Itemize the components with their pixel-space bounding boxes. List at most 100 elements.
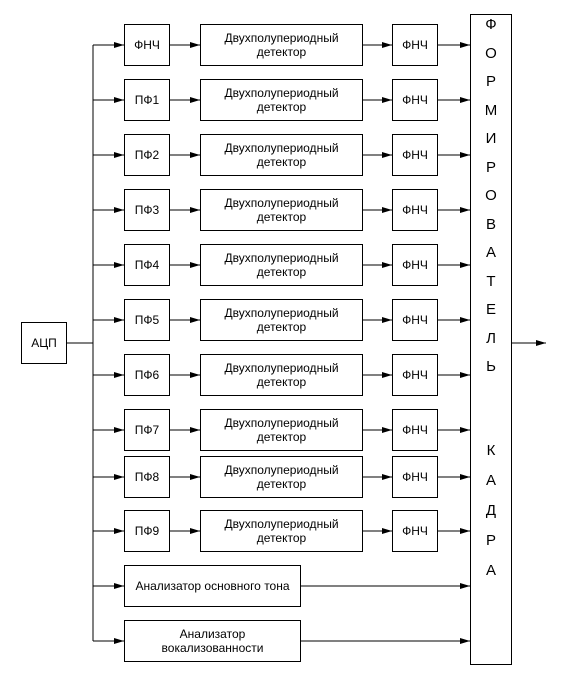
arrow-head — [382, 528, 392, 534]
lowpass-block: ФНЧ — [392, 79, 438, 121]
frame-former-letter: Ь — [486, 358, 496, 375]
arrow-head — [114, 583, 124, 589]
arrow-head — [382, 474, 392, 480]
pitch-analyzer-label: Анализатор основного тона — [135, 579, 290, 593]
frame-former-letter: Ф — [485, 16, 497, 33]
frame-former-letter: Р — [485, 73, 496, 90]
filter-block-label: ПФ8 — [134, 470, 160, 484]
frame-former-letter: Е — [485, 301, 496, 318]
arrow-head — [460, 427, 470, 433]
lowpass-block-label: ФНЧ — [402, 368, 428, 382]
frame-former-letter: Л — [486, 329, 496, 347]
arrow-head — [114, 152, 124, 158]
filter-block: ПФ2 — [124, 134, 170, 176]
arrow-head — [382, 152, 392, 158]
detector-block: Двухполупериодный детектор — [200, 244, 363, 286]
arrow-head — [460, 317, 470, 323]
arrow-head — [460, 474, 470, 480]
filter-block-label: ПФ6 — [134, 368, 160, 382]
frame-former-letter: О — [485, 187, 497, 204]
lowpass-block-label: ФНЧ — [402, 470, 428, 484]
arrow-head — [114, 372, 124, 378]
frame-former-letter: И — [485, 130, 497, 147]
arrow-head — [114, 638, 124, 644]
lowpass-block-label: ФНЧ — [402, 203, 428, 217]
detector-block-label: Двухполупериодный детектор — [224, 141, 339, 169]
arrow-head — [460, 207, 470, 213]
detector-block-label: Двухполупериодный детектор — [224, 31, 339, 59]
lowpass-block-label: ФНЧ — [402, 148, 428, 162]
arrow-head — [114, 528, 124, 534]
arrow-head — [190, 427, 200, 433]
detector-block: Двухполупериодный детектор — [200, 24, 363, 66]
arrow-head — [190, 152, 200, 158]
arrow-head — [460, 152, 470, 158]
frame-former-letter: Р — [485, 532, 496, 549]
lowpass-block: ФНЧ — [392, 354, 438, 396]
detector-block-label: Двухполупериодный детектор — [224, 251, 339, 279]
frame-former-letter: К — [486, 442, 496, 459]
arrow-head — [190, 42, 200, 48]
voicing-analyzer-block: Анализатор вокализованности — [124, 620, 301, 662]
detector-block-label: Двухполупериодный детектор — [224, 517, 339, 545]
filter-block: ПФ9 — [124, 510, 170, 552]
filter-block-label: ПФ5 — [134, 313, 160, 327]
arrow-head — [190, 474, 200, 480]
adc-block: АЦП — [21, 322, 67, 364]
arrow-head — [190, 207, 200, 213]
arrow-head — [382, 42, 392, 48]
detector-block-label: Двухполупериодный детектор — [224, 86, 339, 114]
arrow-head — [114, 207, 124, 213]
filter-block: ПФ6 — [124, 354, 170, 396]
lowpass-block: ФНЧ — [392, 299, 438, 341]
lowpass-block-label: ФНЧ — [402, 423, 428, 437]
arrow-head — [190, 317, 200, 323]
detector-block: Двухполупериодный детектор — [200, 189, 363, 231]
detector-block-label: Двухполупериодный детектор — [224, 361, 339, 389]
lowpass-block: ФНЧ — [392, 456, 438, 498]
arrow-head — [460, 42, 470, 48]
output-arrow-head — [536, 340, 546, 346]
arrow-head — [190, 97, 200, 103]
arrow-head — [382, 207, 392, 213]
lowpass-block-label: ФНЧ — [402, 93, 428, 107]
filter-block-label: ПФ3 — [134, 203, 160, 217]
voicing-analyzer-label: Анализатор вокализованности — [161, 627, 264, 655]
arrow-head — [114, 317, 124, 323]
filter-block-label: ПФ9 — [134, 524, 160, 538]
arrow-head — [382, 262, 392, 268]
frame-former-letter: Д — [485, 502, 497, 519]
filter-block: ПФ8 — [124, 456, 170, 498]
frame-former-letter: О — [485, 44, 497, 62]
arrow-head — [114, 42, 124, 48]
detector-block: Двухполупериодный детектор — [200, 354, 363, 396]
filter-block-label: ПФ4 — [134, 258, 160, 272]
detector-block: Двухполупериодный детектор — [200, 299, 363, 341]
filter-block: ПФ5 — [124, 299, 170, 341]
arrow-head — [382, 427, 392, 433]
filter-block-label: ПФ1 — [134, 93, 160, 107]
arrow-head — [114, 262, 124, 268]
arrow-head — [114, 474, 124, 480]
lowpass-block: ФНЧ — [392, 510, 438, 552]
detector-block: Двухполупериодный детектор — [200, 456, 363, 498]
arrow-head — [190, 372, 200, 378]
lowpass-block: ФНЧ — [392, 189, 438, 231]
filter-block: ПФ3 — [124, 189, 170, 231]
arrow-head — [190, 262, 200, 268]
arrow-head — [382, 97, 392, 103]
filter-block-label: ПФ7 — [134, 423, 160, 437]
detector-block-label: Двухполупериодный детектор — [224, 463, 339, 491]
filter-block: ФНЧ — [124, 24, 170, 66]
arrow-head — [460, 583, 470, 589]
frame-former-letter: А — [485, 244, 496, 261]
filter-block: ПФ1 — [124, 79, 170, 121]
filter-block: ПФ7 — [124, 409, 170, 451]
detector-block-label: Двухполупериодный детектор — [224, 196, 339, 224]
lowpass-block: ФНЧ — [392, 24, 438, 66]
detector-block: Двухполупериодный детектор — [200, 510, 363, 552]
arrow-head — [460, 372, 470, 378]
